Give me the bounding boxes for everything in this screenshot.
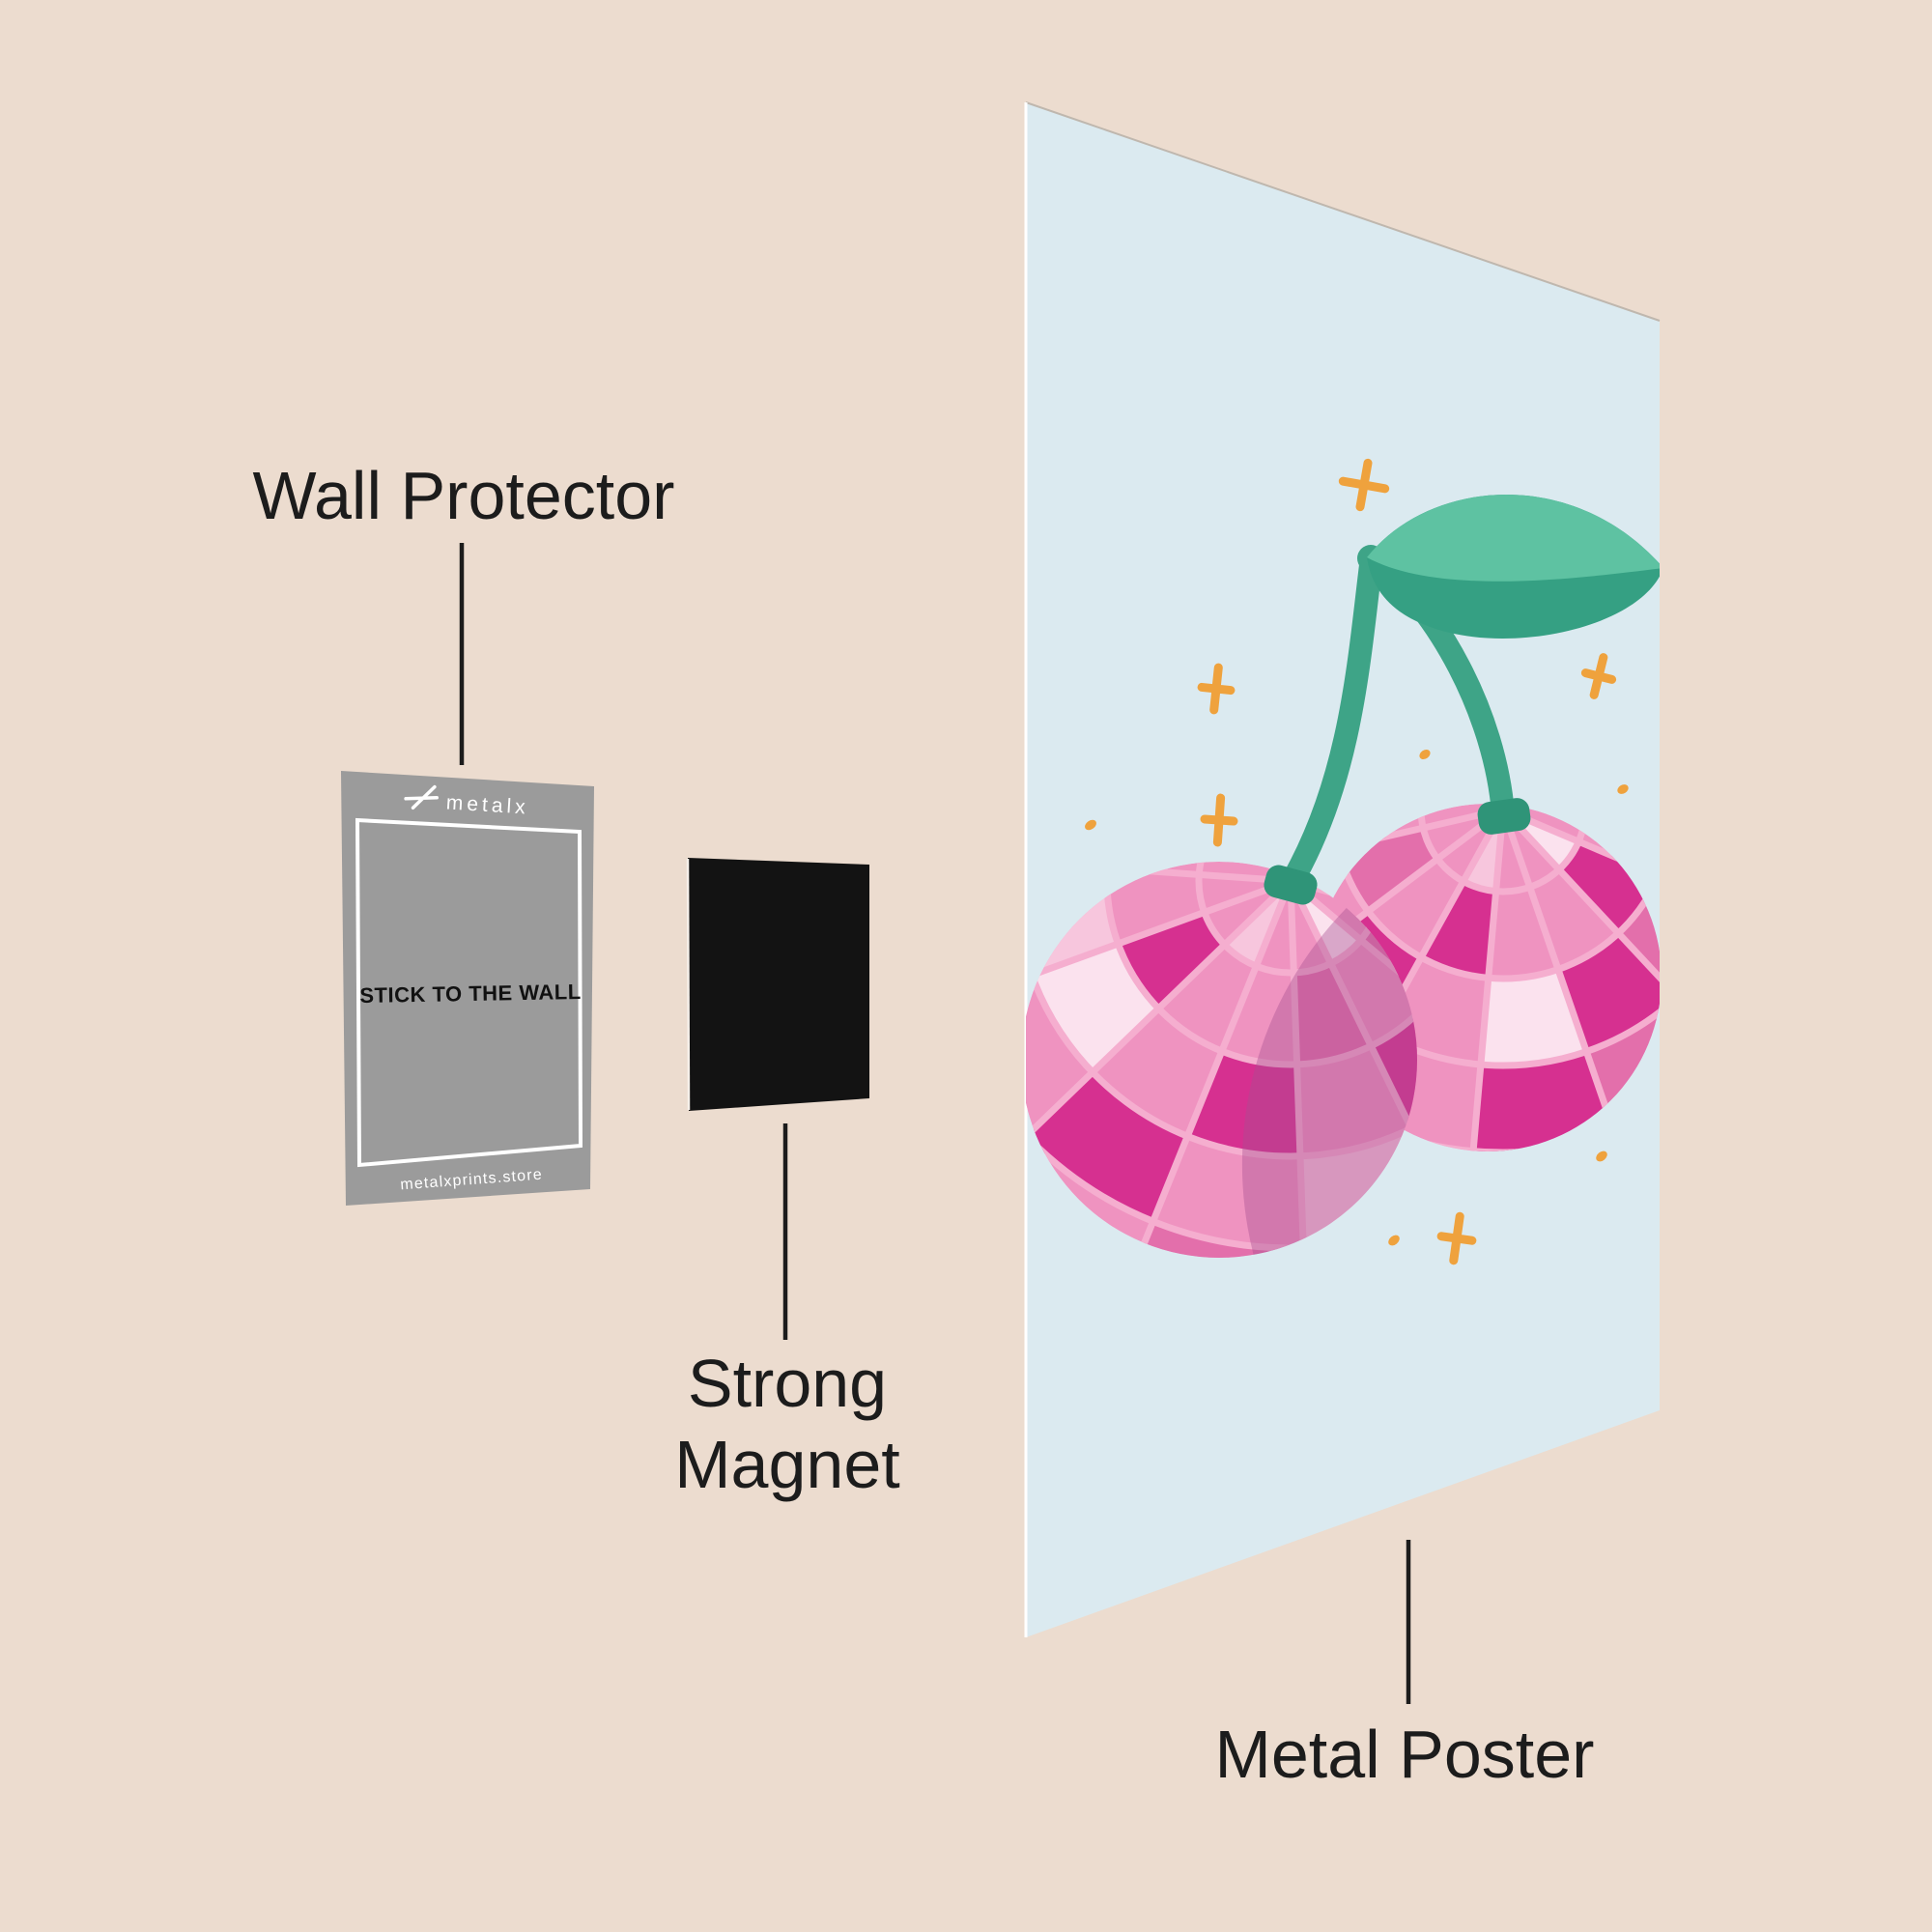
strong-magnet-label-line1: Strong bbox=[688, 1346, 887, 1421]
sparkle-dot-icon bbox=[1419, 749, 1431, 760]
metal-poster bbox=[1024, 101, 1661, 1637]
sparkle-plus-icon bbox=[1580, 653, 1617, 699]
brand-logo: metalx bbox=[404, 784, 529, 819]
cherry-stem-left bbox=[1283, 546, 1383, 889]
ball-shade-crescent bbox=[1241, 908, 1417, 1255]
metal-poster-label: Metal Poster bbox=[1215, 1717, 1595, 1792]
magnet-edge-highlight bbox=[686, 858, 691, 1111]
wall-protector-card: metalx STICK TO THE WALL metalxprints.st… bbox=[341, 771, 594, 1206]
sparkle-plus-icon bbox=[1338, 458, 1390, 512]
cherry-leaf-highlight bbox=[1367, 495, 1660, 582]
poster-artwork bbox=[1026, 458, 1660, 1265]
cherry-nub-right bbox=[1477, 798, 1531, 835]
disco-ball-cherries bbox=[1026, 804, 1660, 1258]
cherry-nub-left bbox=[1264, 865, 1318, 905]
sparkle-plus-icon bbox=[1200, 793, 1238, 847]
sparkles bbox=[1085, 458, 1629, 1265]
brand-logo-text: metalx bbox=[445, 791, 529, 818]
sparkle-dot-icon bbox=[1085, 819, 1096, 831]
wall-protector-label: Wall Protector bbox=[253, 458, 675, 533]
card-inner-border bbox=[355, 817, 583, 1168]
card-face bbox=[341, 771, 594, 1206]
sparkle-dot-icon bbox=[1388, 1235, 1400, 1246]
strong-magnet bbox=[686, 858, 869, 1111]
poster-top-edge bbox=[1025, 101, 1661, 322]
annotations: Wall Protector Strong Magnet Metal Poste… bbox=[253, 458, 1595, 1792]
sparkle-plus-icon bbox=[1197, 663, 1236, 715]
sparkle-dot-icon bbox=[1617, 784, 1629, 794]
sparkle-plus-icon bbox=[1436, 1211, 1477, 1265]
card-message: STICK TO THE WALL bbox=[359, 980, 582, 1008]
magnet-face bbox=[688, 858, 869, 1111]
sparkle-dot-icon bbox=[1596, 1151, 1607, 1162]
brand-logo-icon bbox=[404, 784, 439, 810]
strong-magnet-label-line2: Magnet bbox=[674, 1427, 899, 1502]
